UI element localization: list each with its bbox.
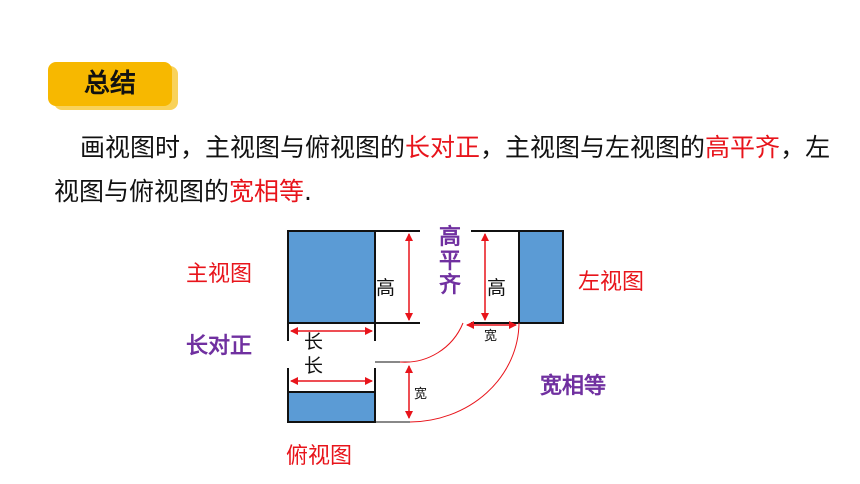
dim-width-left: 宽 [484,328,497,344]
dim-width-top: 宽 [414,386,427,402]
rule-length-label: 长对正 [186,334,253,359]
badge-title: 总结 [83,69,136,99]
summary-part-6: . [304,177,312,206]
summary-highlight-width: 宽相等 [229,177,305,206]
front-view-label: 主视图 [186,262,253,287]
summary-part-0: 画视图时，主视图与俯视图的 [80,133,406,162]
width-arc-inner [399,322,464,363]
rule-height-text: 高平齐 [438,225,461,298]
dim-height-front: 高 [376,277,395,299]
left-view-label: 左视图 [578,270,645,295]
summary-badge: 总结 [48,62,172,106]
width-arc-outer [409,322,520,423]
front-view-shape [287,230,376,324]
left-view-shape [518,230,564,324]
top-view-shape [287,391,376,423]
summary-highlight-length: 长对正 [405,133,481,162]
rule-height-label: 高平齐 [436,226,464,298]
top-view-label: 俯视图 [286,444,353,469]
rule-width-label: 宽相等 [540,374,607,399]
summary-part-4: ，左视图与俯视图的 [54,133,831,206]
dim-height-left: 高 [487,277,506,299]
summary-part-2: ，主视图与左视图的 [480,133,706,162]
dim-length-front: 长 [304,331,323,353]
summary-highlight-height: 高平齐 [705,133,781,162]
dim-length-top: 长 [304,355,323,377]
summary-paragraph: 画视图时，主视图与俯视图的长对正，主视图与左视图的高平齐，左视图与俯视图的宽相等… [54,126,844,214]
